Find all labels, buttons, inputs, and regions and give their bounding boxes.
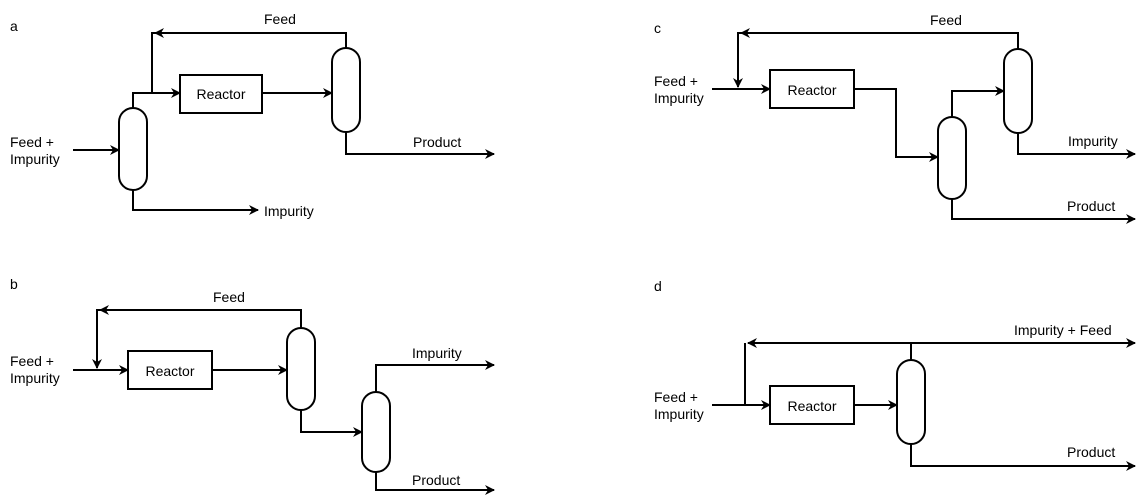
recycle-label-c: Feed [930, 12, 962, 28]
recycle-line-c [733, 32, 1019, 88]
stream-to-reactor-a [132, 88, 181, 108]
panel-a: a Reactor Feed + Impurity Feed Product I… [10, 11, 495, 219]
separator-1-c [937, 116, 967, 200]
panel-b: b Reactor Feed + Impurity Feed Impurity … [10, 276, 495, 495]
feed-in-label-2-b: Impurity [10, 370, 60, 386]
reactor-label-c: Reactor [787, 82, 836, 98]
product-label-c: Product [1067, 198, 1115, 214]
product-label-d: Product [1067, 444, 1115, 460]
product-label-a: Product [413, 134, 461, 150]
impurity-stream-c [1017, 133, 1136, 159]
reactor-label-a: Reactor [196, 86, 245, 102]
product-stream-d [910, 444, 1136, 471]
impurity-label-b: Impurity [412, 345, 462, 361]
separator-2-b [361, 391, 391, 473]
recycle-label-b: Feed [213, 289, 245, 305]
product-label-b: Product [412, 472, 460, 488]
product-stream-b [375, 472, 495, 495]
panel-label-c: c [654, 20, 661, 36]
separator-1-a [118, 107, 148, 191]
feed-in-label-2-a: Impurity [10, 151, 60, 167]
recycle-label-a: Feed [264, 11, 296, 27]
recycle-line-a [151, 32, 347, 93]
feed-in-label-1-c: Feed + [654, 73, 698, 89]
feed-in-label-1-b: Feed + [10, 353, 54, 369]
stream-to-separator-2-c [951, 86, 1005, 117]
panel-label-d: d [654, 278, 662, 294]
feed-in-label-2-d: Impurity [654, 406, 704, 422]
feed-in-label-1-d: Feed + [654, 389, 698, 405]
separator-d [896, 359, 926, 445]
panel-label-a: a [10, 18, 18, 34]
panel-label-b: b [10, 276, 18, 292]
reactor-outlet-c [854, 88, 939, 162]
product-stream-a [345, 132, 495, 159]
separator-1-b [286, 327, 316, 411]
product-stream-c [951, 199, 1136, 224]
purge-label-d: Impurity + Feed [1014, 322, 1112, 338]
separator-2-a [331, 47, 361, 133]
reactor-label-b: Reactor [145, 363, 194, 379]
feed-in-label-2-c: Impurity [654, 90, 704, 106]
impurity-stream-b [375, 360, 495, 392]
impurity-label-c: Impurity [1068, 133, 1118, 149]
impurity-stream-a [132, 190, 259, 215]
impurity-label-a: Impurity [264, 203, 314, 219]
panel-c: c Reactor Feed + Impurity Feed Impurity … [654, 12, 1136, 224]
separator-2-c [1003, 48, 1033, 134]
stream-to-separator-2-b [300, 410, 363, 437]
recycle-line-b [92, 309, 302, 369]
feed-in-label-1-a: Feed + [10, 134, 54, 150]
panel-d: d Reactor Feed + Impurity Impurity + Fee… [654, 278, 1136, 471]
reactor-label-d: Reactor [787, 398, 836, 414]
